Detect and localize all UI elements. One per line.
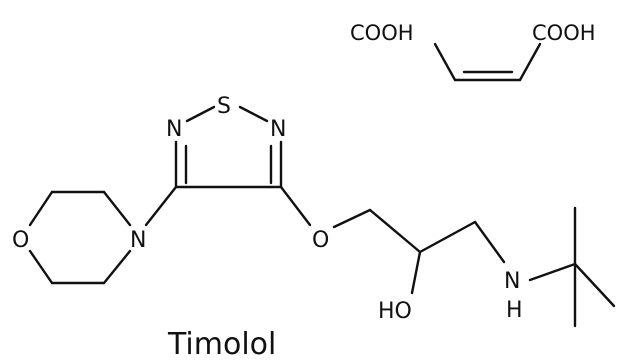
bond-choh-oh — [410, 250, 422, 295]
bond-nh-tbutyl — [528, 262, 577, 282]
bond-choh-ch2 — [418, 220, 477, 254]
side-chain: O HO N H — [279, 185, 616, 328]
compound-name: Timolol — [167, 327, 276, 360]
bond-s-n-right — [238, 105, 269, 123]
thiadiazole-ring: S N N — [166, 94, 286, 189]
bond-o-ch2 — [332, 208, 372, 229]
morpholine-n-label: N — [130, 228, 146, 253]
maleic-cooh-left: COOH — [350, 21, 414, 45]
amine-h-label: H — [506, 298, 523, 323]
amine-n-label: N — [504, 269, 520, 294]
bond-ch2-nh — [473, 220, 506, 264]
maleic-cooh-right: COOH — [532, 21, 596, 45]
morpholine-o-label: O — [12, 228, 29, 253]
maleic-acid: COOH COOH — [350, 21, 596, 82]
bond-n-s-left — [185, 105, 216, 123]
bond-c-o-ether — [279, 185, 312, 227]
hydroxyl-label: HO — [378, 299, 412, 324]
bond-tbutyl-methyl-right — [573, 262, 616, 308]
maleic-bond-left — [433, 42, 457, 82]
bond-c-n-morpholine — [144, 185, 178, 227]
bond-ch2-n-bottom — [102, 249, 132, 285]
bond-o-ch2-bottom — [28, 249, 54, 285]
bond-n-ch2-top — [102, 190, 132, 227]
bond-ch2-choh — [368, 208, 422, 254]
thiadiazole-n-right-label: N — [270, 117, 286, 142]
ether-o-label: O — [312, 228, 329, 253]
thiadiazole-n-left-label: N — [166, 117, 182, 142]
maleic-bond-right — [518, 42, 542, 82]
bond-ch2-o-top — [28, 190, 54, 227]
thiadiazole-s-label: S — [217, 94, 231, 119]
morpholine-ring: O N — [12, 185, 178, 285]
